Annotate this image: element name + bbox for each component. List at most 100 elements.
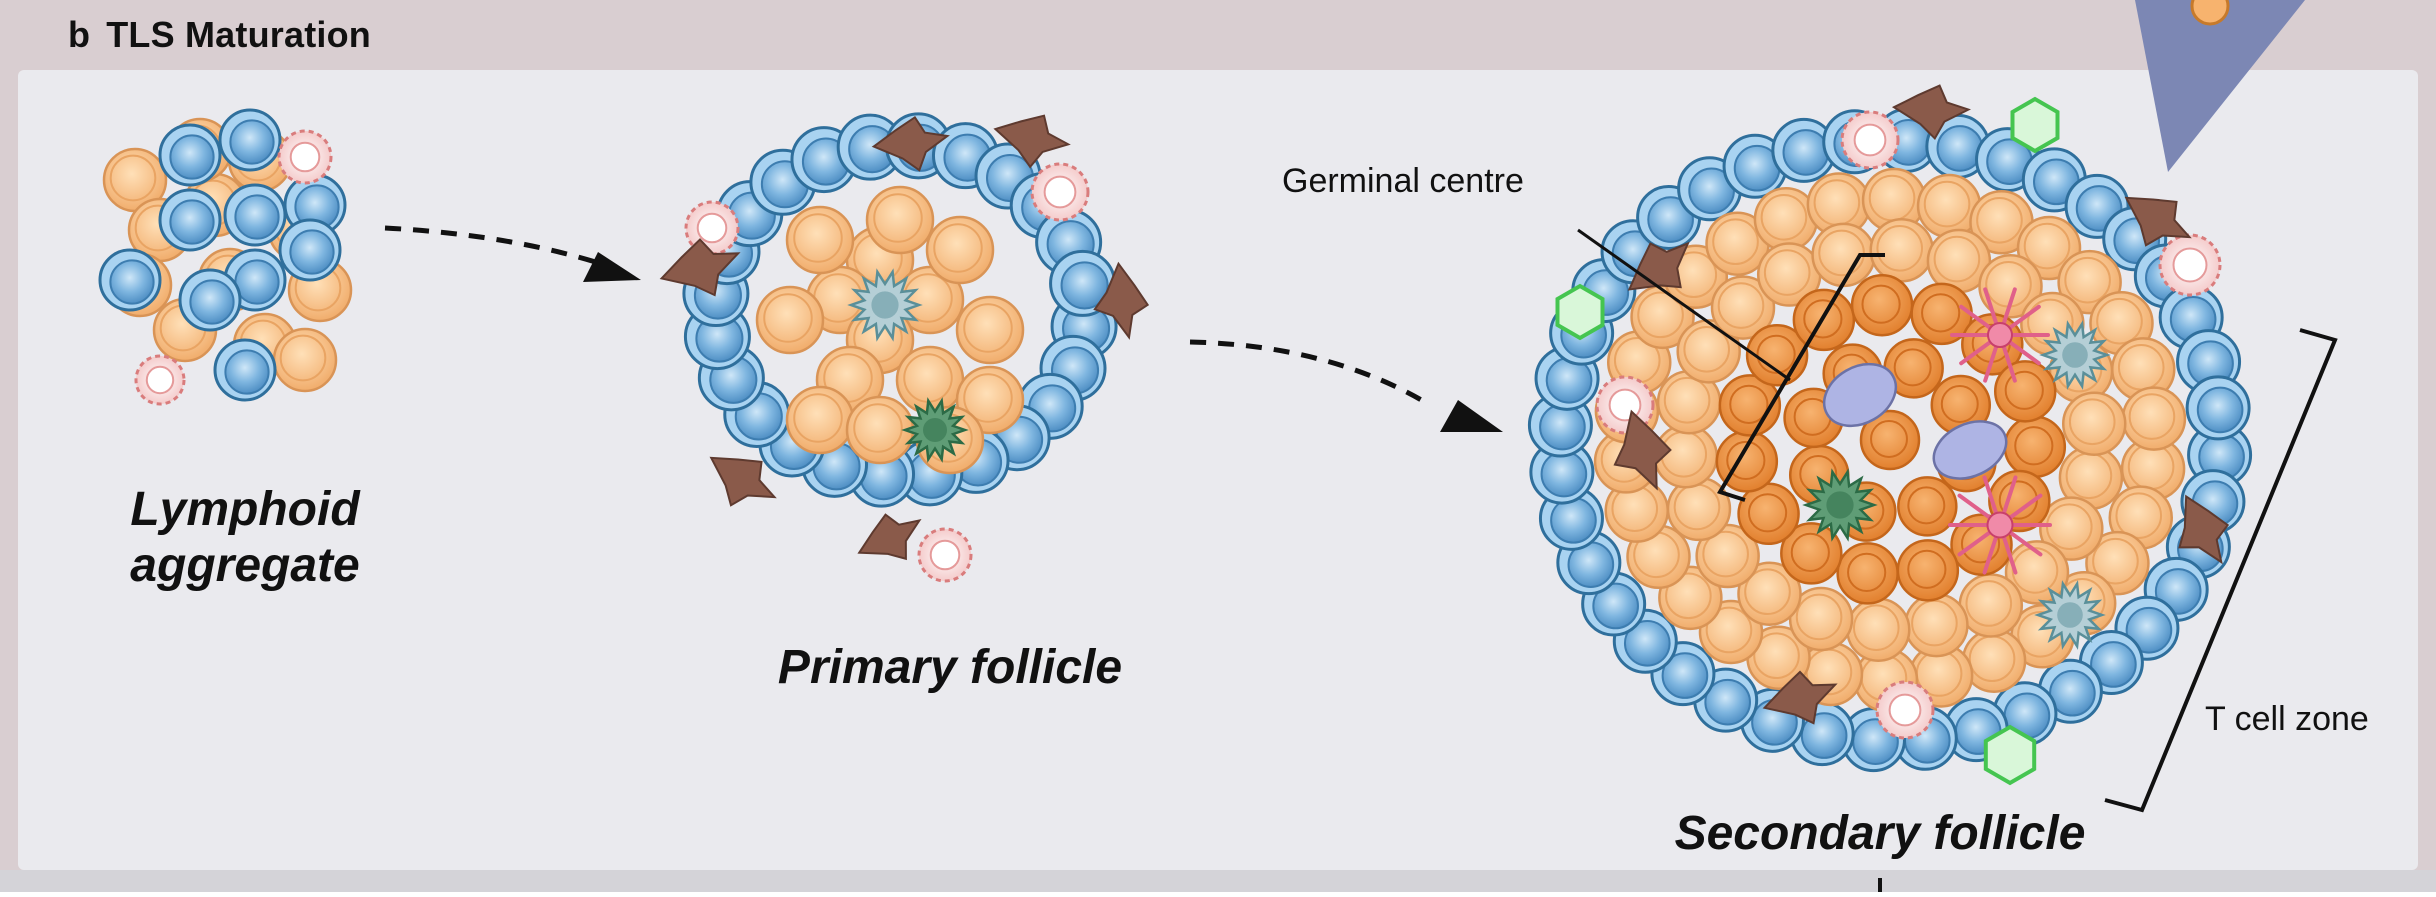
arrow-primary-to-secondary [1189, 339, 1432, 408]
gc-b-cell-nucleus [1861, 284, 1901, 324]
gc-b-cell [1896, 539, 1960, 602]
b-cell-nucleus [1923, 180, 1971, 228]
b-cell-nucleus [1965, 580, 2013, 627]
overview-cell [2190, 0, 2230, 26]
gc-b-cell-nucleus [1729, 384, 1769, 424]
macrophage [1822, 362, 1898, 428]
fibroblast [2178, 494, 2230, 565]
gc-b-cell [1897, 476, 1958, 537]
t-cell-nucleus [1704, 678, 1751, 726]
t-cell-nucleus [2125, 606, 2173, 654]
b-cell-nucleus [2096, 297, 2143, 345]
fibroblast [1613, 409, 1672, 491]
green-cell [2010, 96, 2060, 154]
b-cell [865, 185, 935, 255]
stage-label-secondary: Secondary follicle [1674, 807, 2086, 860]
b-cell-nucleus [1976, 196, 2023, 244]
panel-letter: b [68, 14, 91, 55]
t-cell-nucleus [1592, 582, 1639, 630]
gc-b-cell-nucleus [1847, 552, 1887, 592]
b-cell [785, 205, 855, 275]
callout-t-cell-zone: T cell zone [2205, 700, 2369, 738]
b-cell-nucleus [1795, 593, 1843, 641]
b-cell-nucleus [1760, 193, 1808, 241]
callout-germinal-centre: Germinal centre [1282, 162, 1524, 200]
fibroblast [1891, 84, 1972, 141]
panel-title-text: TLS Maturation [106, 14, 371, 55]
t-cell-nucleus [229, 119, 275, 165]
b-cell-nucleus [2092, 537, 2139, 585]
b-cell-nucleus [1705, 606, 1753, 654]
gc-b-cell-nucleus [1726, 440, 1766, 481]
gc-b-cell [1718, 374, 1782, 437]
gc-b-cell-nucleus [1893, 348, 1932, 387]
b-cell-nucleus [873, 193, 923, 243]
arrow-head-2 [1440, 400, 1503, 432]
b-cell-nucleus [1702, 530, 1749, 578]
gc-b-cell [2003, 415, 2067, 478]
gc-b-cell-nucleus [2004, 370, 2044, 410]
hev-cell-lumen [1888, 693, 1922, 727]
b-cell-nucleus [933, 223, 983, 273]
b-cell [272, 327, 338, 393]
gc-b-cell [1780, 522, 1843, 585]
b-cell-nucleus [963, 373, 1013, 423]
hev-cell-lumen [289, 141, 321, 173]
t-cell-nucleus [234, 194, 280, 240]
b-cell-nucleus [1712, 218, 1759, 266]
b-cell [1869, 218, 1934, 283]
t-cell-nucleus [1800, 712, 1848, 759]
gc-b-cell-nucleus [1756, 334, 1796, 374]
b-cell-nucleus [1852, 604, 1900, 652]
b-cell [955, 295, 1025, 365]
cell-layer [98, 84, 2253, 786]
b-cell-nucleus [279, 334, 327, 382]
b-cell [755, 285, 825, 355]
t-cell-nucleus [1550, 497, 1597, 544]
t-cell-nucleus [169, 199, 215, 245]
stage-label-lymphoid-line2: aggregate [130, 539, 360, 592]
b-cell-nucleus [963, 303, 1013, 353]
stage-label-lymphoid: Lymphoid aggregate [110, 482, 380, 594]
gc-b-cell-nucleus [1921, 293, 1961, 333]
b-cell-nucleus [2064, 256, 2111, 304]
hev-cell-lumen [1853, 123, 1887, 157]
b-cell [1904, 592, 1969, 658]
b-cell-nucleus [1663, 376, 1711, 424]
gc-b-cell-nucleus [1907, 549, 1947, 589]
fibroblast [659, 238, 741, 297]
t-cell-nucleus [169, 134, 215, 180]
b-cell-nucleus [1818, 229, 1865, 277]
gc-b-cell-nucleus [1803, 299, 1843, 339]
hev-cell-lumen [696, 212, 728, 244]
b-cell-nucleus [2068, 398, 2116, 446]
t-cell-nucleus [2196, 386, 2244, 434]
green-cell [1983, 724, 2037, 786]
b-cell [2061, 391, 2127, 457]
germinal-centre-bracket [1717, 253, 1885, 502]
b-cell [1846, 597, 1911, 662]
gc-b-cell [1993, 360, 2057, 423]
b-cell-nucleus [1637, 291, 1684, 339]
arrow-head-1 [583, 252, 641, 282]
gc-b-cell [1836, 542, 1899, 605]
gc-b-cell-nucleus [1870, 420, 1908, 458]
b-cell-nucleus [1933, 235, 1981, 283]
t-cell-nucleus [1782, 129, 1830, 176]
hev-cell-lumen [929, 539, 961, 571]
fibroblast [1762, 670, 1838, 725]
dendritic-cell-green-nucleus [1826, 491, 1854, 519]
b-cell-nucleus [853, 403, 903, 453]
dendritic-cell-nucleus [871, 291, 899, 319]
t-cell-nucleus [1540, 450, 1588, 498]
gc-b-cell-nucleus [1940, 385, 1979, 423]
b-cell-nucleus [1753, 632, 1800, 680]
b-cell-nucleus [109, 154, 157, 202]
hev-cell-lumen [1043, 175, 1077, 209]
b-cell [2121, 386, 2187, 451]
b-cell-nucleus [2128, 393, 2176, 440]
fibroblast [857, 513, 922, 561]
macrophage [1932, 420, 2008, 480]
stage-label-primary: Primary follicle [777, 641, 1123, 694]
